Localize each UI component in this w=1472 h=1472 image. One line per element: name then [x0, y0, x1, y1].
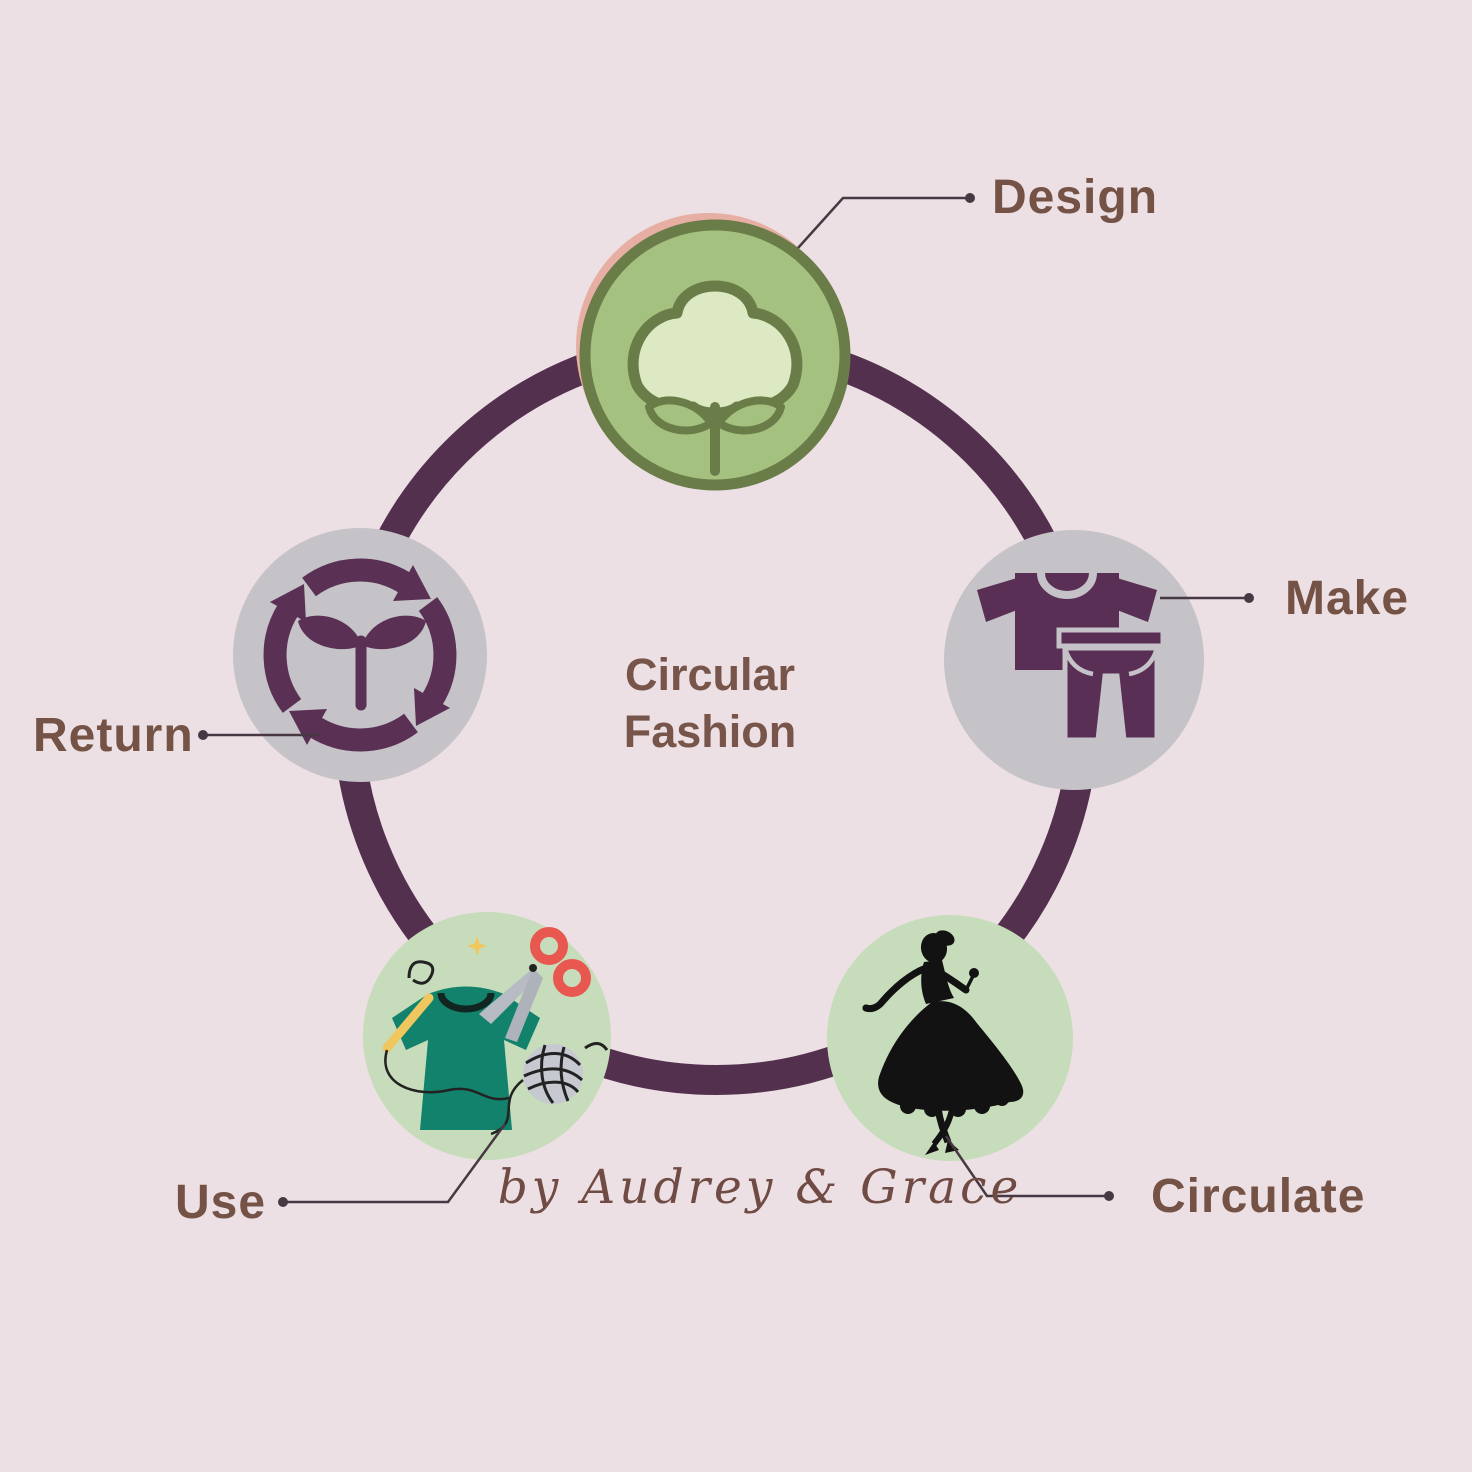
yarn-ball-icon — [490, 1042, 609, 1136]
scissors-icon — [479, 927, 591, 1042]
label-use: Use — [175, 1176, 267, 1229]
node-return — [233, 528, 487, 782]
node-circulate — [827, 915, 1073, 1161]
connector-use — [286, 1123, 507, 1204]
label-return: Return — [33, 709, 194, 762]
connector-circulate — [944, 1135, 1106, 1198]
byline: by Audrey & Grace — [497, 1160, 1023, 1215]
node-use — [363, 912, 611, 1160]
label-circulate: Circulate — [1151, 1170, 1366, 1223]
diagram-title-line2: Fashion — [623, 706, 797, 757]
sprout-icon — [298, 615, 426, 711]
connector-dot-return — [198, 730, 208, 740]
diagram-title-line1: Circular — [624, 649, 796, 700]
label-design: Design — [992, 171, 1159, 224]
cotton-flower-icon — [627, 280, 803, 476]
recycle-arrows-sprout-icon — [270, 558, 450, 745]
label-make: Make — [1285, 572, 1410, 625]
node-make — [944, 530, 1204, 790]
shirt-and-pants-icon — [977, 572, 1166, 743]
connector-design — [797, 196, 968, 249]
tshirt-mending-icon — [382, 927, 609, 1136]
diagram-title: Circular Fashion — [450, 646, 970, 760]
connector-dot-design — [965, 193, 975, 203]
connector-dot-make — [1244, 593, 1254, 603]
node-design — [576, 213, 851, 491]
connector-dot-use — [278, 1197, 288, 1207]
connector-dot-circulate — [1104, 1191, 1114, 1201]
